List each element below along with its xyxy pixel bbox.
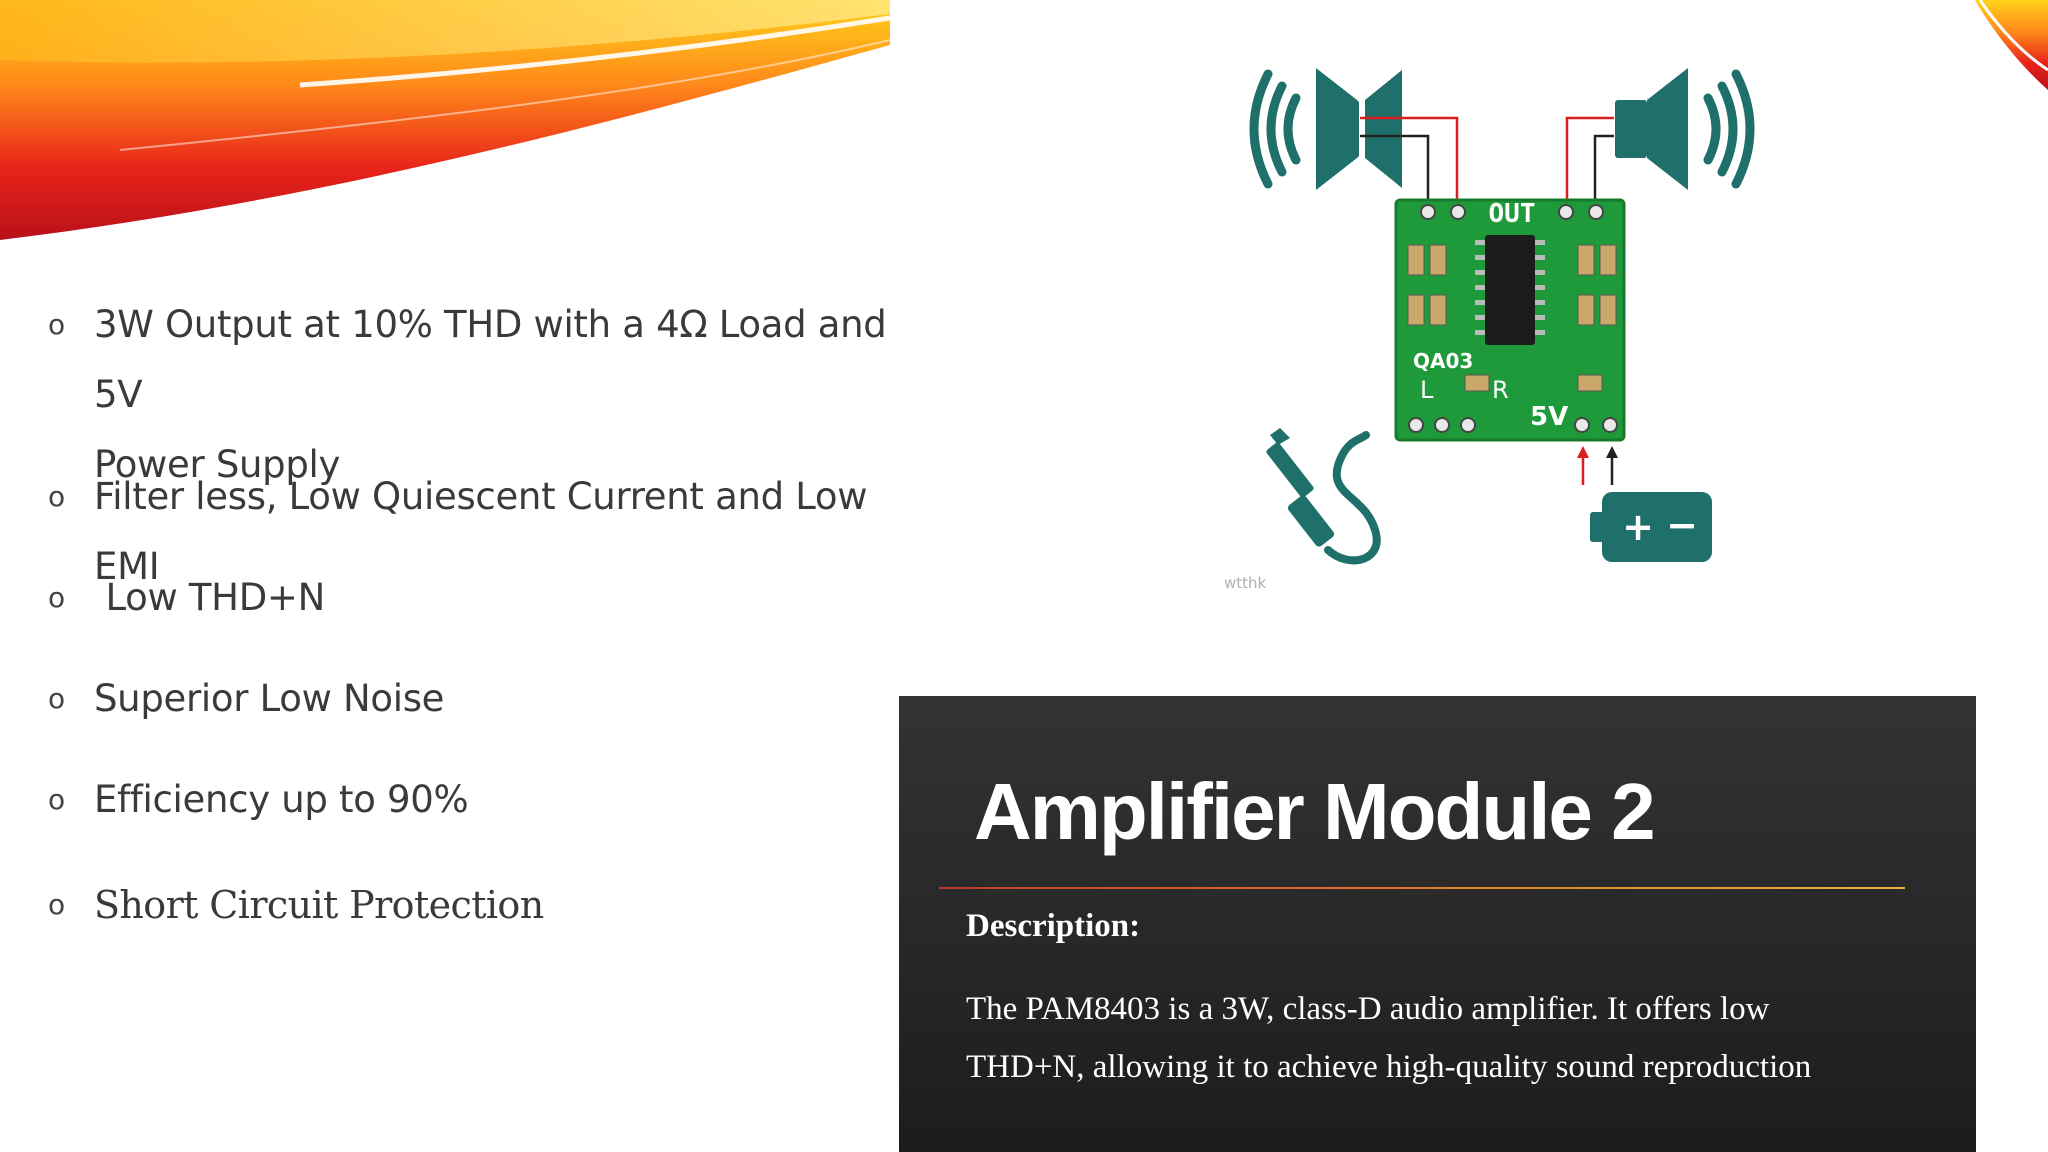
feature-item: o Short Circuit Protection	[48, 870, 898, 940]
feature-text: Filter less, Low Quiescent Current and L…	[94, 475, 868, 588]
description-panel: Amplifier Module 2 Description: The PAM8…	[899, 696, 1976, 1152]
decorative-swoosh-left	[0, 0, 890, 240]
speaker-right-icon	[1615, 68, 1755, 190]
bullet-marker: o	[48, 783, 66, 816]
power-arrows	[1577, 446, 1618, 458]
bullet-marker: o	[48, 480, 66, 513]
description-body: The PAM8403 is a 3W, class-D audio ampli…	[966, 980, 1926, 1096]
image-watermark: wtthk	[1224, 574, 1267, 592]
bullet-marker: o	[48, 581, 66, 614]
speaker-wires	[1360, 116, 1614, 485]
description-line: The PAM8403 is a 3W, class-D audio ampli…	[966, 991, 1770, 1027]
feature-text: Short Circuit Protection	[94, 883, 544, 927]
board-label-chip: QA03	[1413, 349, 1473, 373]
feature-item: o Superior Low Noise	[48, 664, 898, 734]
board-label-left: L	[1420, 376, 1434, 404]
battery-icon: + −	[1590, 492, 1712, 562]
audio-jack-icon	[1266, 428, 1381, 565]
feature-item: o Filter less, Low Quiescent Current and…	[48, 462, 898, 602]
page-title: Amplifier Module 2	[974, 767, 1656, 856]
board-label-right: R	[1492, 376, 1509, 404]
feature-item: o Low THD+N	[48, 563, 898, 633]
bullet-marker: o	[48, 682, 66, 715]
feature-item: o 3W Output at 10% THD with a 4Ω Load an…	[48, 290, 898, 500]
feature-text: Efficiency up to 90%	[94, 778, 469, 821]
board-label-power: 5V	[1530, 402, 1568, 432]
feature-text: Low THD+N	[94, 576, 325, 619]
feature-text: Superior Low Noise	[94, 677, 445, 720]
bullet-marker: o	[48, 888, 66, 921]
battery-minus: −	[1666, 503, 1698, 547]
feature-item: o Efficiency up to 90%	[48, 765, 898, 835]
feature-text: 3W Output at 10% THD with a 4Ω Load and …	[94, 303, 887, 486]
description-line: THD+N, allowing it to achieve high-quali…	[966, 1049, 1812, 1085]
description-label: Description:	[966, 908, 1141, 944]
title-divider	[939, 887, 1905, 889]
board-label-out: OUT	[1489, 199, 1536, 229]
pcb-board: OUT QA03 L R 5V	[1394, 198, 1626, 442]
speaker-left-icon	[1249, 68, 1402, 190]
bullet-marker: o	[48, 308, 66, 341]
amplifier-wiring-diagram: OUT QA03 L R 5V + − wtthk	[1224, 68, 1755, 592]
decorative-swoosh-right	[1975, 0, 2048, 90]
battery-plus: +	[1622, 505, 1654, 549]
